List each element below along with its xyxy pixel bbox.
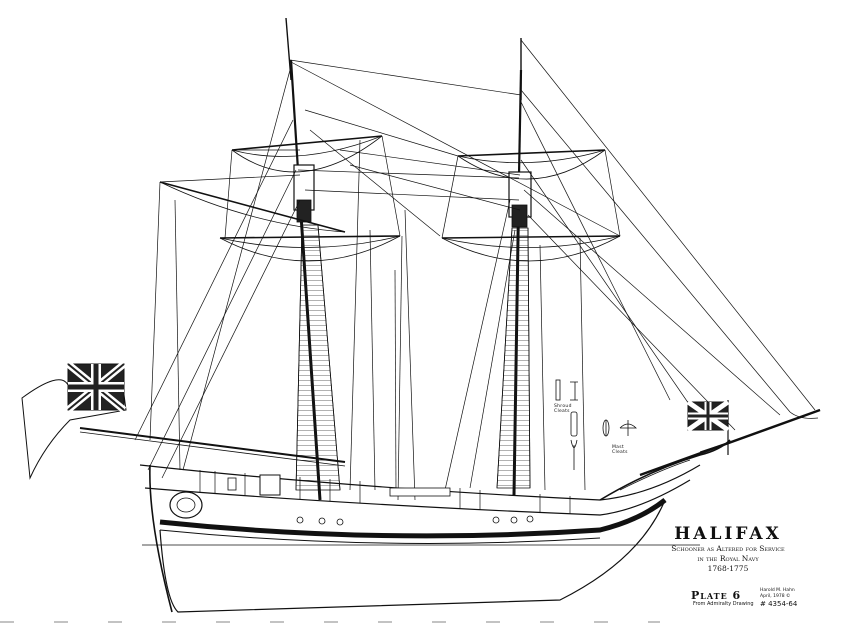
description-line-2: in the Royal Navy: [697, 554, 759, 563]
author-name: Harold M. Hahn: [760, 588, 795, 593]
mast-cleats-detail: [602, 419, 637, 437]
union-jack-icon: [686, 399, 730, 455]
rigging-lines: [134, 39, 816, 501]
fore-shrouds: [295, 224, 341, 491]
drawing-number: # 4354-64: [760, 600, 798, 608]
drawing-date: April, 1978 ©: [760, 594, 791, 599]
hull: [0, 439, 731, 623]
bowsprit: [639, 408, 821, 477]
mast-cleats-label: Mast Cleats: [612, 445, 628, 455]
source-note: From Admiralty Drawing: [693, 601, 754, 607]
main-shrouds: [496, 227, 531, 489]
description-line-3: 1768-1775: [707, 564, 749, 573]
booms: [79, 427, 346, 467]
title-block: HALIFAX Schooner as Altered for Service …: [668, 524, 788, 574]
description-line-1: Schooner as Altered for Service: [671, 544, 785, 553]
shroud-cleats-detail: [555, 379, 578, 470]
shroud-cleats-label: Shroud Cleats: [554, 404, 572, 414]
ship-name: HALIFAX: [674, 524, 782, 544]
union-flag-icon: [21, 361, 127, 480]
plate-number: Plate 6: [691, 589, 742, 602]
furled-sails: [159, 135, 621, 262]
